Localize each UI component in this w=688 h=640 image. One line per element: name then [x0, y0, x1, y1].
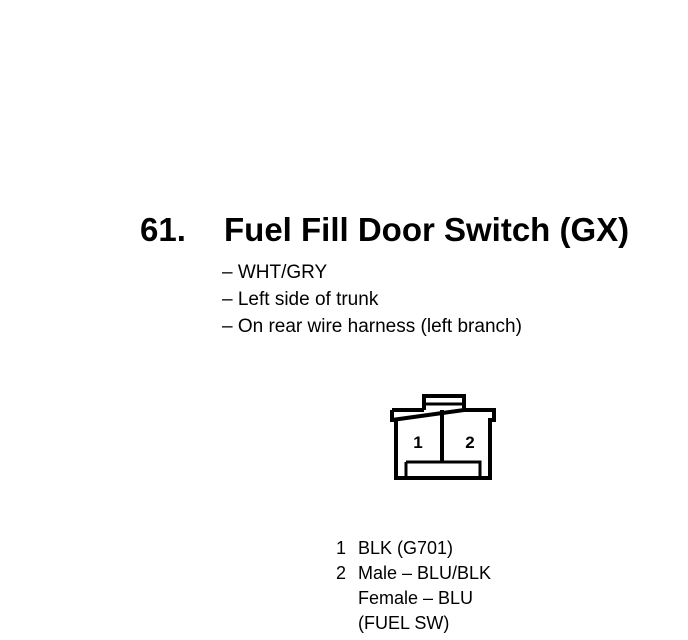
connector-ledge [404, 460, 482, 478]
note-location: – Left side of trunk [222, 289, 379, 310]
connector-face-icon: 1 2 [390, 394, 496, 480]
note-harness: – On rear wire harness (left branch) [222, 316, 522, 337]
section-title: Fuel Fill Door Switch (GX) [224, 211, 630, 248]
section-number: 61. [140, 211, 186, 248]
connector-notes: – WHT/GRY – Left side of trunk – On rear… [222, 259, 522, 340]
pin-desc-line: (FUEL SW) [358, 613, 450, 633]
pin-desc-line: Male – BLU/BLK [358, 563, 492, 583]
pin-label-1: 1 [413, 433, 422, 452]
pin-row-2: 2 Male – BLU/BLK Female – BLU (FUEL SW) [336, 561, 491, 636]
pin-description: Male – BLU/BLK Female – BLU (FUEL SW) [358, 561, 491, 636]
connector-notches [390, 410, 496, 478]
pin-row-1: 1 BLK (G701) [336, 536, 491, 561]
pin-description: BLK (G701) [358, 536, 453, 561]
pin-number: 2 [336, 563, 347, 583]
pin-desc-line: Female – BLU [358, 588, 474, 608]
note-wire-color: – WHT/GRY [222, 262, 328, 283]
pin-desc-line: BLK (G701) [358, 538, 454, 558]
pin-number: 1 [336, 538, 347, 558]
pin-label-2: 2 [465, 433, 474, 452]
connector-diagram: 1 2 [384, 388, 512, 488]
pin-assignments: 1 BLK (G701) 2 Male – BLU/BLK Female – B… [336, 536, 491, 636]
section-heading: 61. Fuel Fill Door Switch (GX) [140, 208, 629, 252]
